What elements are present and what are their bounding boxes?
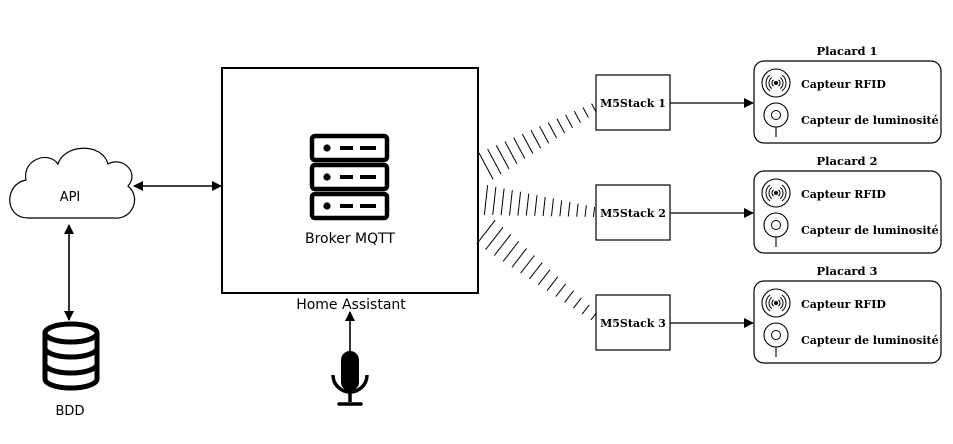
- signal-stroke: [584, 205, 587, 217]
- signal-stroke: [556, 118, 566, 134]
- signal-stroke: [483, 185, 489, 215]
- signal-stroke: [530, 129, 542, 149]
- signal-stroke: [581, 304, 590, 315]
- api-cloud: API: [9, 147, 136, 219]
- signal-stroke: [565, 114, 573, 129]
- signal-stroke: [500, 188, 505, 216]
- signal-stroke: [509, 190, 513, 216]
- signal-stroke: [559, 200, 563, 217]
- light-sensor-label: Capteur de luminosité: [801, 114, 939, 127]
- signal-stroke: [534, 195, 538, 216]
- placard-title: Placard 3: [816, 264, 877, 278]
- placard-title: Placard 2: [816, 154, 877, 168]
- microphone-icon: [331, 351, 369, 406]
- placard-box: [753, 170, 942, 254]
- placards-group: M5Stack 1 Placard 1 Capteur RFID Capteur de…: [595, 44, 942, 364]
- signal-stroke: [542, 196, 546, 217]
- signal-stroke: [573, 110, 581, 123]
- placard-box: [753, 60, 942, 144]
- signal-stroke: [539, 126, 550, 144]
- signal-stroke: [517, 191, 522, 216]
- placard-1: M5Stack 1 Placard 1 Capteur RFID Capteur de…: [595, 44, 942, 144]
- signal-stroke: [511, 248, 527, 268]
- signal-stroke: [485, 226, 504, 251]
- signal-stroke: [576, 203, 579, 217]
- light-sensor-icon: [763, 102, 789, 137]
- database-label: BDD: [56, 404, 85, 419]
- placard-3: M5Stack 3 Placard 3 Capteur RFID Capteur de…: [595, 264, 942, 364]
- signal-stroke: [493, 233, 512, 256]
- rfid-sensor-label: Capteur RFID: [801, 78, 886, 91]
- light-sensor-label: Capteur de luminosité: [801, 224, 939, 237]
- placard-title: Placard 1: [816, 44, 877, 58]
- rfid-sensor-label: Capteur RFID: [801, 298, 886, 311]
- signal-stroke: [550, 198, 554, 217]
- signal-stroke: [525, 193, 530, 216]
- rfid-icon: [761, 288, 791, 318]
- signal-stroke: [521, 133, 534, 154]
- home-assistant-label: Home Assistant: [296, 297, 406, 313]
- m5stack-box: [595, 74, 671, 131]
- signal-stroke: [555, 283, 567, 297]
- signal-stroke: [537, 269, 551, 286]
- signal-stroke: [572, 297, 582, 309]
- signal-stroke: [582, 107, 589, 118]
- signal-stroke: [546, 276, 559, 291]
- signal-stroke: [492, 186, 497, 216]
- placard-2: M5Stack 2 Placard 2 Capteur RFID Capteur de…: [595, 154, 942, 254]
- signal-stroke: [547, 122, 558, 139]
- server-rack-icon: [309, 133, 390, 221]
- cloud-icon: [9, 147, 136, 219]
- light-sensor-label: Capteur de luminosité: [801, 334, 939, 347]
- signal-stroke: [502, 241, 520, 262]
- broker-label: Broker MQTT: [305, 231, 395, 247]
- signal-stroke: [520, 255, 535, 274]
- signal-stroke: [478, 152, 494, 180]
- signal-stroke: [476, 219, 496, 245]
- signal-stroke: [495, 144, 510, 170]
- signal-stroke: [504, 141, 518, 165]
- rfid-sensor-label: Capteur RFID: [801, 188, 886, 201]
- light-sensor-icon: [763, 322, 789, 357]
- m5stack-label: M5Stack 2: [600, 207, 666, 220]
- database-icon: [42, 321, 100, 391]
- wireless-signals: [476, 103, 598, 321]
- placard-box: [753, 280, 942, 364]
- api-label: API: [60, 190, 81, 205]
- m5stack-label: M5Stack 3: [600, 317, 666, 330]
- m5stack-box: [595, 184, 671, 241]
- signal-stroke: [567, 201, 571, 217]
- rfid-icon: [761, 68, 791, 98]
- signal-stroke: [513, 137, 526, 159]
- m5stack-label: M5Stack 1: [600, 97, 666, 110]
- light-sensor-icon: [763, 212, 789, 247]
- signal-stroke: [592, 206, 596, 218]
- rfid-icon: [761, 178, 791, 208]
- signal-stroke: [487, 148, 502, 175]
- signal-stroke: [529, 262, 543, 280]
- m5stack-box: [595, 294, 671, 351]
- signal-stroke: [564, 290, 574, 303]
